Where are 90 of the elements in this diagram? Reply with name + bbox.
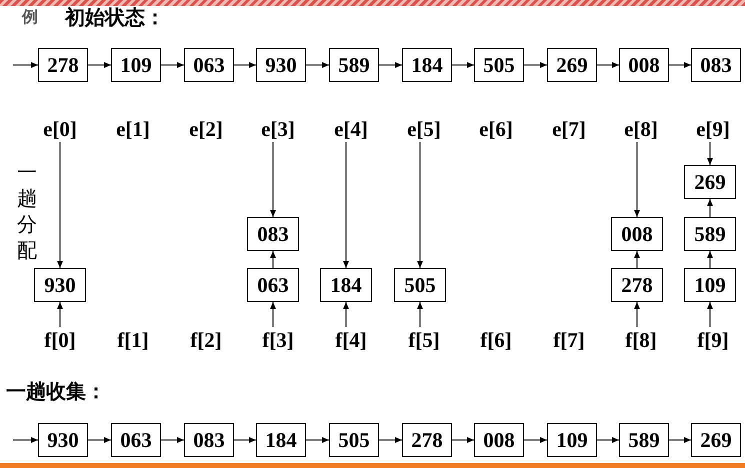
arrow xyxy=(88,437,111,443)
arrow xyxy=(13,62,38,68)
value-box: 505 xyxy=(394,268,446,302)
arrow xyxy=(161,62,184,68)
value-box: 184 xyxy=(320,268,372,302)
value-box: 008 xyxy=(611,217,663,251)
value-box: 083 xyxy=(247,217,299,251)
arrow xyxy=(669,62,691,68)
arrow xyxy=(57,142,63,268)
value-box: 589 xyxy=(619,423,669,457)
arrow xyxy=(707,199,713,217)
arrow xyxy=(634,302,640,327)
value-box: 278 xyxy=(611,268,663,302)
head-pointer-label: e[2] xyxy=(184,116,228,142)
value-box: 109 xyxy=(111,48,161,82)
value-box: 269 xyxy=(684,165,736,199)
tail-pointer-label: f[0] xyxy=(38,327,82,353)
tail-pointer-label: f[1] xyxy=(111,327,155,353)
arrow xyxy=(524,62,547,68)
arrow xyxy=(707,251,713,268)
arrow xyxy=(270,302,276,327)
value-box: 109 xyxy=(547,423,597,457)
arrow xyxy=(597,437,619,443)
value-box: 278 xyxy=(38,48,88,82)
head-pointer-label: e[6] xyxy=(474,116,518,142)
value-box: 930 xyxy=(256,48,306,82)
value-box: 109 xyxy=(684,268,736,302)
tail-pointer-label: f[2] xyxy=(184,327,228,353)
arrow xyxy=(234,437,256,443)
arrow xyxy=(13,437,38,443)
value-box: 269 xyxy=(547,48,597,82)
tail-pointer-label: f[8] xyxy=(619,327,663,353)
arrow xyxy=(343,142,349,268)
value-box: 063 xyxy=(184,48,234,82)
example-heading: 例 xyxy=(22,8,38,28)
value-box: 278 xyxy=(402,423,452,457)
arrow xyxy=(597,62,619,68)
value-box: 083 xyxy=(691,48,741,82)
value-box: 589 xyxy=(684,217,736,251)
value-box: 269 xyxy=(691,423,741,457)
head-pointer-label: e[1] xyxy=(111,116,155,142)
value-box: 083 xyxy=(184,423,234,457)
head-pointer-label: e[9] xyxy=(691,116,735,142)
section-heading: 初始状态： xyxy=(65,6,165,31)
arrow xyxy=(417,142,423,268)
arrow xyxy=(634,142,640,217)
value-box: 008 xyxy=(474,423,524,457)
value-box: 184 xyxy=(402,48,452,82)
value-box: 063 xyxy=(247,268,299,302)
arrow xyxy=(306,62,329,68)
arrow xyxy=(452,437,474,443)
head-pointer-label: e[7] xyxy=(547,116,591,142)
tail-pointer-label: f[4] xyxy=(329,327,373,353)
arrow xyxy=(57,302,63,327)
arrow xyxy=(417,302,423,327)
arrow xyxy=(379,62,402,68)
tail-pointer-label: f[6] xyxy=(474,327,518,353)
head-pointer-label: e[0] xyxy=(38,116,82,142)
value-box: 930 xyxy=(38,423,88,457)
arrow xyxy=(452,62,474,68)
value-box: 505 xyxy=(474,48,524,82)
section-heading: 一趟收集： xyxy=(6,380,106,405)
arrow xyxy=(234,62,256,68)
value-box: 505 xyxy=(329,423,379,457)
value-box: 008 xyxy=(619,48,669,82)
arrow xyxy=(379,437,402,443)
arrow xyxy=(270,142,276,217)
arrow xyxy=(270,251,276,268)
tail-pointer-label: f[5] xyxy=(402,327,446,353)
arrow xyxy=(634,251,640,268)
tail-pointer-label: f[3] xyxy=(256,327,300,353)
arrow xyxy=(707,142,713,165)
vertical-heading: 一趟分配 xyxy=(17,161,38,264)
arrow xyxy=(524,437,547,443)
head-pointer-label: e[3] xyxy=(256,116,300,142)
value-box: 930 xyxy=(34,268,86,302)
arrow xyxy=(88,62,111,68)
arrow xyxy=(306,437,329,443)
value-box: 184 xyxy=(256,423,306,457)
arrow xyxy=(669,437,691,443)
tail-pointer-label: f[7] xyxy=(547,327,591,353)
head-pointer-label: e[4] xyxy=(329,116,373,142)
arrow xyxy=(707,302,713,327)
value-box: 589 xyxy=(329,48,379,82)
head-pointer-label: e[5] xyxy=(402,116,446,142)
head-pointer-label: e[8] xyxy=(619,116,663,142)
value-box: 063 xyxy=(111,423,161,457)
arrow xyxy=(161,437,184,443)
arrow xyxy=(343,302,349,327)
tail-pointer-label: f[9] xyxy=(691,327,735,353)
